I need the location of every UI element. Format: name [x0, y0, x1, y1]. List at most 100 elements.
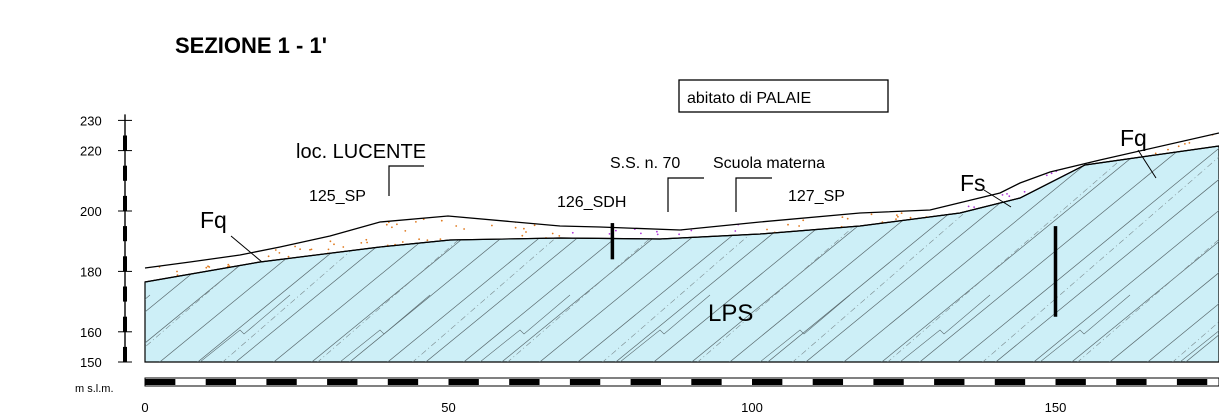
- deposit-dot: [349, 172, 352, 175]
- deposit-dot: [521, 234, 524, 237]
- deposit-dot: [270, 219, 272, 222]
- stratum-fault-line: [145, 294, 151, 362]
- deposit-dot: [288, 241, 290, 244]
- deposit-dot: [199, 186, 202, 189]
- deposit-dot: [292, 204, 295, 207]
- deposit-dot: [857, 145, 860, 148]
- deposit-dot: [410, 204, 413, 206]
- deposit-dot: [863, 140, 865, 143]
- deposit-dot: [197, 233, 200, 236]
- stratum-dashdot-line: [866, 146, 1156, 362]
- stratum-fault-line: [899, 294, 991, 362]
- deposit-dot: [237, 137, 240, 140]
- deposit-dot: [917, 193, 920, 195]
- deposit-dot: [282, 240, 285, 243]
- deposit-dot: [314, 133, 317, 134]
- deposit-dot: [611, 219, 614, 221]
- deposit-dot: [917, 138, 920, 140]
- deposit-dot: [886, 149, 889, 152]
- deposit-dot: [359, 210, 361, 213]
- deposit-dot: [584, 189, 587, 191]
- deposit-dot: [233, 239, 235, 242]
- deposit-dot: [870, 185, 872, 187]
- deposit-dot: [909, 196, 912, 199]
- deposit-dot: [681, 209, 683, 211]
- deposit-dot: [773, 142, 775, 145]
- deposit-dot: [428, 138, 431, 140]
- deposit-dot: [552, 143, 555, 145]
- deposit-dot: [238, 153, 241, 156]
- deposit-dot: [416, 202, 419, 205]
- deposit-dot: [245, 220, 248, 223]
- deposit-dot: [180, 258, 183, 260]
- deposit-dot: [305, 130, 307, 132]
- deposit-dot: [259, 153, 262, 156]
- deposit-dot: [321, 129, 323, 131]
- deposit-dot: [215, 138, 217, 140]
- deposit-dot: [267, 255, 270, 258]
- deposit-dot: [467, 209, 470, 211]
- deposit-dot: [523, 215, 525, 218]
- deposit-dot: [943, 155, 946, 158]
- deposit-dot: [145, 177, 147, 180]
- deposit-dot: [1181, 130, 1183, 132]
- deposit-dot: [997, 185, 1000, 188]
- deposit-dot: [902, 198, 905, 201]
- deposit-dot: [236, 161, 239, 164]
- deposit-dot: [479, 134, 481, 136]
- unit-label-lps: LPS: [708, 300, 753, 327]
- deposit-dot: [205, 266, 208, 269]
- deposit-dot: [699, 210, 701, 213]
- deposit-dot: [561, 167, 563, 170]
- deposit-dot: [783, 189, 786, 192]
- deposit-dot: [850, 141, 852, 143]
- deposit-dot: [444, 136, 447, 139]
- deposit-dot: [682, 145, 685, 148]
- deposit-dot: [942, 149, 944, 152]
- deposit-dot: [231, 151, 234, 154]
- deposit-dot: [415, 221, 417, 223]
- deposit-dot: [628, 197, 630, 200]
- deposit-dot: [1043, 141, 1046, 144]
- deposit-dot: [787, 205, 789, 208]
- stratum-line: [1099, 146, 1219, 362]
- deposit-dot: [638, 209, 640, 212]
- distance-scale-segment: [569, 379, 601, 385]
- deposit-dot: [919, 203, 922, 205]
- deposit-dot: [151, 184, 154, 187]
- deposit-dot: [343, 173, 346, 176]
- deposit-dot: [175, 206, 178, 208]
- deposit-dot: [226, 146, 228, 148]
- deposit-dot: [329, 210, 332, 212]
- deposit-dot: [261, 160, 263, 163]
- deposit-dot: [253, 182, 255, 185]
- deposit-dot: [571, 173, 573, 175]
- elevation-axis-band: [123, 165, 127, 181]
- deposit-dot: [175, 242, 178, 245]
- deposit-dot: [859, 167, 862, 170]
- deposit-dot: [678, 190, 680, 193]
- deposit-dot: [805, 138, 807, 141]
- elevation-tick-label: 160: [80, 325, 102, 340]
- deposit-dot: [679, 227, 682, 230]
- deposit-dot: [443, 195, 446, 198]
- deposit-dot: [298, 166, 300, 169]
- deposit-dot: [733, 209, 736, 212]
- deposit-dot: [701, 194, 704, 197]
- deposit-dot: [502, 181, 505, 183]
- deposit-dot: [1008, 195, 1011, 198]
- deposit-dot: [1041, 136, 1044, 139]
- deposit-dot: [634, 214, 636, 217]
- deposit-dot: [792, 214, 794, 216]
- elevation-unit-label: m s.l.m.: [75, 383, 114, 395]
- deposit-dot: [1090, 149, 1092, 151]
- deposit-dot: [1023, 190, 1026, 193]
- distance-scale-segment: [1116, 379, 1147, 385]
- deposit-dot: [930, 205, 933, 208]
- deposit-dot: [177, 163, 180, 166]
- distance-scale-segment: [1055, 379, 1086, 385]
- deposit-dot: [594, 146, 596, 149]
- deposit-dot: [670, 216, 673, 218]
- deposit-dot: [1006, 193, 1008, 195]
- deposit-dot: [151, 159, 154, 161]
